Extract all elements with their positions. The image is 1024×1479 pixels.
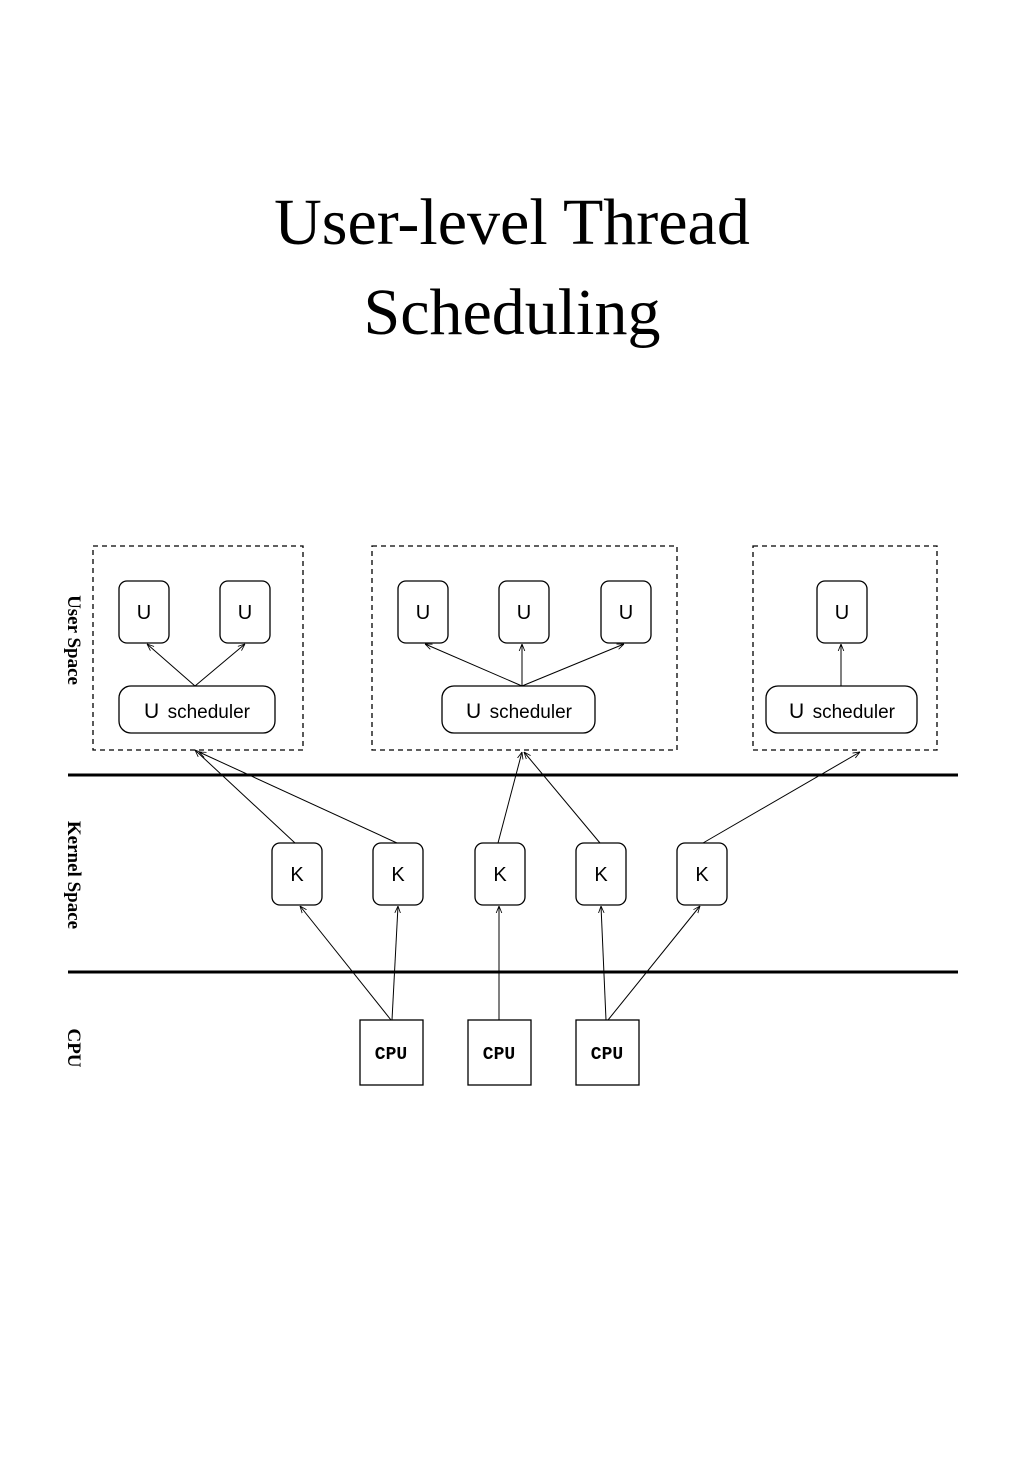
process-boundary	[371, 545, 678, 751]
process-3: U U scheduler	[752, 545, 938, 751]
user-thread: U	[816, 580, 868, 644]
user-thread-label: U	[137, 602, 151, 624]
user-thread: U	[498, 580, 550, 644]
svg-text:U scheduler: U scheduler	[466, 700, 573, 723]
user-thread-label: U	[619, 602, 633, 624]
user-thread-label: U	[517, 602, 531, 624]
scheduler-prefix: U	[144, 700, 159, 723]
kernel-thread: K	[676, 842, 728, 906]
cpu-to-kernel-arrow	[607, 906, 700, 1021]
user-thread-label: U	[835, 602, 849, 624]
kernel-thread: K	[271, 842, 323, 906]
kernel-thread-label: K	[290, 864, 304, 886]
band-label-kernel-space: Kernel Space	[63, 821, 84, 929]
process-2: U U U U scheduler	[371, 545, 678, 751]
band-label-user-space: User Space	[63, 595, 84, 685]
scheduler-word: scheduler	[168, 702, 251, 723]
cpu: CPU	[467, 1019, 532, 1086]
title-line-2: Scheduling	[363, 276, 661, 349]
kernel-thread-label: K	[695, 864, 709, 886]
svg-text:U scheduler: U scheduler	[789, 700, 896, 723]
user-scheduler: U scheduler	[118, 685, 276, 734]
kernel-to-scheduler-arrow	[702, 752, 860, 844]
user-thread: U	[600, 580, 652, 644]
kernel-thread-label: K	[594, 864, 608, 886]
user-scheduler: U scheduler	[441, 685, 596, 734]
page-title: User-level Thread Scheduling	[0, 178, 1024, 358]
cpu-label: CPU	[375, 1045, 407, 1065]
band-label-cpu: CPU	[63, 1028, 84, 1067]
kernel-to-scheduler-arrow	[497, 752, 522, 844]
user-scheduler: U scheduler	[765, 685, 918, 734]
cpu-to-kernel-arrow	[391, 906, 398, 1021]
user-thread-label: U	[238, 602, 252, 624]
title-line-1: User-level Thread	[274, 186, 750, 259]
user-thread: U	[219, 580, 271, 644]
kernel-to-scheduler-arrow	[199, 752, 398, 844]
user-thread: U	[118, 580, 170, 644]
cpu-to-kernel-arrow	[601, 906, 607, 1021]
cpu-label: CPU	[591, 1045, 623, 1065]
scheduler-word: scheduler	[813, 702, 896, 723]
cpu: CPU	[359, 1019, 424, 1086]
scheduler-prefix: U	[466, 700, 481, 723]
scheduler-word: scheduler	[490, 702, 573, 723]
kernel-thread-label: K	[493, 864, 507, 886]
process-1: U U U scheduler	[92, 545, 304, 751]
user-thread-label: U	[416, 602, 430, 624]
kernel-thread: K	[575, 842, 627, 906]
process-boundary	[752, 545, 938, 751]
user-thread: U	[397, 580, 449, 644]
kernel-thread: K	[474, 842, 526, 906]
kernel-thread-label: K	[391, 864, 405, 886]
scheduler-prefix: U	[789, 700, 804, 723]
kernel-thread: K	[372, 842, 424, 906]
svg-text:U scheduler: U scheduler	[144, 700, 251, 723]
cpu-to-kernel-arrow	[300, 906, 392, 1021]
cpu: CPU	[575, 1019, 640, 1086]
kernel-to-scheduler-arrow	[524, 752, 601, 844]
cpu-label: CPU	[483, 1045, 515, 1065]
kernel-to-scheduler-arrow	[195, 750, 296, 844]
